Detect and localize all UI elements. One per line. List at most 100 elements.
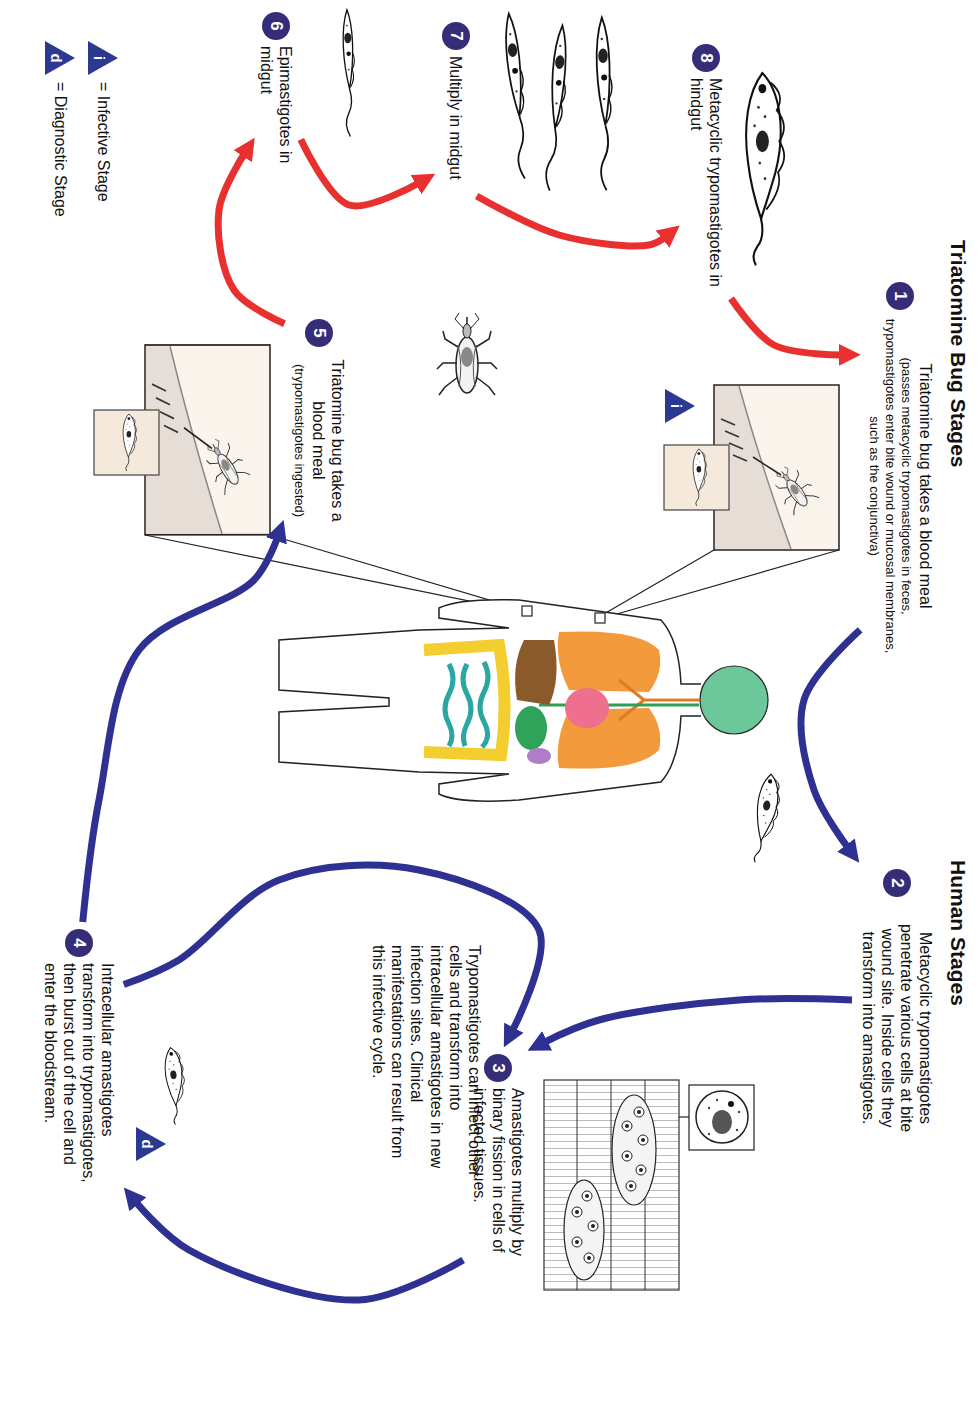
callout-number: 6	[262, 12, 290, 40]
figure-part	[708, 1133, 710, 1135]
figure-part	[626, 1181, 636, 1191]
legend-entry: = Infective Stage	[87, 40, 119, 202]
triangle-shape	[136, 1127, 166, 1161]
stage-letter: i	[667, 388, 685, 424]
figure-part	[746, 73, 784, 265]
inset	[94, 410, 729, 510]
step-text: Metacyclic trypomastigotes penetrate var…	[859, 903, 935, 1153]
figure-part	[750, 773, 783, 864]
figure-part	[575, 1210, 579, 1214]
figure-part	[540, 25, 572, 191]
figure-part	[738, 1111, 740, 1113]
triangle-shape	[665, 389, 695, 423]
bite-scene	[714, 385, 839, 550]
legend-text: = Diagnostic Stage	[44, 82, 76, 217]
step-description: Metacyclic trypomastigotes in hindgut	[687, 78, 725, 293]
bite-scene	[145, 345, 270, 535]
figure-part	[515, 640, 556, 705]
legend-symbol-letter: i	[90, 40, 108, 76]
figure-part	[625, 1154, 629, 1158]
figure-part	[597, 550, 839, 618]
figure-part	[522, 606, 532, 616]
callout-number: 3	[485, 1054, 513, 1082]
figure-part	[572, 1107, 648, 1263]
figure-part	[736, 1129, 738, 1131]
cycle-note: Trypomastigotes can infect other cells a…	[369, 945, 484, 1185]
figure-part	[625, 1124, 629, 1128]
figure-part	[585, 1194, 589, 1198]
figure-part	[163, 1047, 189, 1125]
step-text: Epimastigotes in midgut	[257, 46, 295, 164]
figure-part	[622, 1121, 632, 1131]
figure-part	[641, 1138, 645, 1142]
figure-part	[696, 1091, 748, 1143]
step-note: (passes metacyclic trypomastigotes in fe…	[866, 316, 914, 656]
legend-text: = Infective Stage	[87, 82, 119, 202]
stage-step: 8Metacyclic trypomastigotes in hindgut	[683, 40, 729, 297]
figure-part	[515, 706, 547, 750]
step-text: Intracellular amastigotes transform into…	[41, 963, 117, 1203]
human-body	[279, 600, 768, 801]
figure-part	[679, 1116, 689, 1117]
stage-marker: d	[135, 1126, 167, 1162]
figure-part	[712, 1110, 732, 1134]
cycle-arrow	[801, 630, 860, 849]
figure-part	[708, 1107, 710, 1109]
step-text: Triatomine bug takes a blood meal(passes…	[866, 316, 935, 656]
section-heading: Human Stages	[946, 860, 971, 1006]
figure-part	[575, 1110, 645, 1260]
figure-part	[597, 17, 612, 190]
figure-part	[587, 1256, 591, 1260]
figure-part	[716, 1099, 718, 1101]
figure-part	[636, 1165, 646, 1175]
stage-step: 1Triatomine bug takes a blood meal(passe…	[862, 278, 939, 660]
callout-number: 8	[692, 44, 720, 72]
figure-part	[639, 1168, 643, 1172]
figure-part	[689, 1085, 754, 1150]
figure-part	[619, 680, 699, 720]
legend-symbol	[45, 41, 75, 75]
figure-part	[279, 600, 701, 801]
figure-part	[437, 313, 497, 395]
cycle-arrow	[543, 999, 852, 1043]
callout-number: 7	[442, 22, 470, 50]
step-description: Metacyclic trypomastigotes penetrate var…	[859, 903, 935, 1153]
figure-part	[145, 535, 523, 612]
step-description: Multiply in midgut	[447, 56, 466, 216]
figure-part	[123, 414, 136, 471]
stage-step: 7Multiply in midgut	[438, 18, 474, 220]
legend-entry: = Diagnostic Stage	[44, 40, 76, 217]
legend-symbol	[88, 41, 118, 75]
figure-part	[504, 13, 530, 179]
figure-part	[572, 1237, 582, 1247]
callout-number: 4	[65, 929, 93, 957]
triatomine-bug	[437, 313, 497, 395]
legend-symbol-letter: d	[47, 40, 65, 76]
figure-part	[591, 1224, 595, 1228]
figure-part	[558, 631, 661, 692]
figure-part	[584, 1253, 594, 1263]
step-text: Multiply in midgut	[447, 56, 466, 216]
stage-step: 4Intracellular amastigotes transform int…	[37, 925, 121, 1207]
stage-step: 5Triatomine bug takes a blood meal(trypo…	[287, 315, 351, 532]
figure-part	[700, 666, 768, 734]
figure-part	[612, 1095, 656, 1205]
muscle-tissue	[544, 1080, 754, 1290]
figure-part	[527, 748, 551, 764]
figure-part	[595, 613, 605, 623]
step-description: Intracellular amastigotes transform into…	[41, 963, 117, 1203]
section-heading: Triatomine Bug Stages	[946, 240, 971, 468]
figure-part	[638, 1135, 648, 1145]
cycle-arrow	[477, 196, 666, 246]
cycle-arrow	[135, 1201, 463, 1300]
step-description: Triatomine bug takes a blood meal	[916, 316, 935, 656]
figure-part	[582, 1191, 592, 1201]
figure-part	[445, 662, 488, 747]
figure-part	[575, 1240, 579, 1244]
step-description: Triatomine bug takes a blood meal	[309, 353, 347, 528]
figure-part	[637, 1110, 641, 1114]
figure-part	[564, 1180, 604, 1280]
